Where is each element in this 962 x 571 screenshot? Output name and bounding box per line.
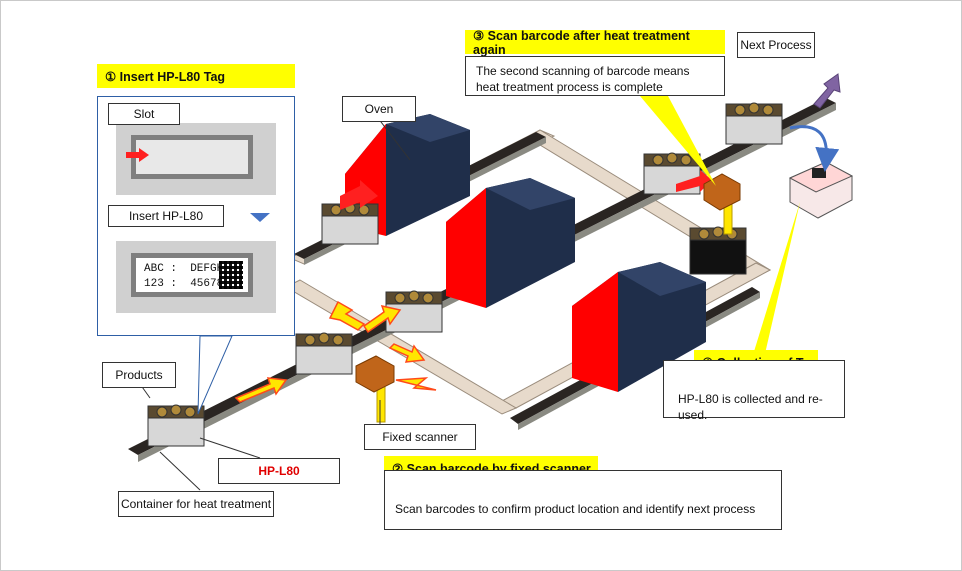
step4-callout: HP-L80 is collected and re-used. <box>663 360 845 422</box>
next-process-arrow <box>813 73 841 109</box>
step2-desc: Scan barcodes to confirm product locatio… <box>395 502 756 516</box>
oven-right <box>572 262 706 392</box>
collection-box <box>788 161 854 219</box>
fixed-scanner-label: Fixed scanner <box>364 424 476 450</box>
insert-arrow-head-icon <box>139 148 149 162</box>
collection-arrow <box>789 125 840 172</box>
step1-callout: Slot Insert HP-L80 ABC : DEFGH 123 : 456… <box>97 96 295 336</box>
container <box>147 404 205 447</box>
slot-opening <box>131 135 253 179</box>
callout-pointers <box>139 117 411 491</box>
fixed-scanner-1 <box>355 355 395 423</box>
container <box>725 102 783 145</box>
container <box>295 332 353 375</box>
step3-title: ③ Scan barcode after heat treatment agai… <box>465 29 725 57</box>
products-label: Products <box>102 362 176 388</box>
yellow-pointers <box>640 96 800 358</box>
container-label: Container for heat treatment <box>118 491 274 517</box>
flow-arrows <box>234 300 437 403</box>
tag-inserted: ABC : DEFGH 123 : 45678 <box>131 253 253 297</box>
slot-panel <box>116 123 276 195</box>
slot-label: Slot <box>108 103 180 125</box>
hp-l80-label: HP-L80 <box>218 458 340 484</box>
step3-desc-line-1: The second scanning of barcode means <box>476 64 690 78</box>
oven-label: Oven <box>342 96 416 122</box>
next-process-label: Next Process <box>737 32 815 58</box>
insert-arrow-icon <box>126 152 140 158</box>
insert-label: Insert HP-L80 <box>108 205 224 227</box>
tag-panel: ABC : DEFGH 123 : 45678 <box>116 241 276 313</box>
step1-title: ① Insert HP-L80 Tag <box>97 64 295 88</box>
tag-line-1: ABC : DEFGH <box>144 263 224 275</box>
tag-line-2: 123 : 45678 <box>144 278 224 290</box>
oven-middle <box>446 178 575 308</box>
step2-callout: Scan barcodes to confirm product locatio… <box>384 470 782 530</box>
container-dark <box>689 226 747 275</box>
down-arrow-icon <box>250 213 270 222</box>
fixed-scanner-2 <box>703 173 741 235</box>
qr-code-icon <box>219 261 243 289</box>
step4-desc: HP-L80 is collected and re-used. <box>678 392 823 422</box>
step1-callout-tail <box>197 335 233 415</box>
containers <box>147 102 783 447</box>
container <box>321 202 379 245</box>
red-arrows <box>340 170 712 210</box>
step3-desc-line-2: heat treatment process is complete <box>476 80 663 94</box>
step3-callout: The second scanning of barcode means hea… <box>465 56 725 96</box>
